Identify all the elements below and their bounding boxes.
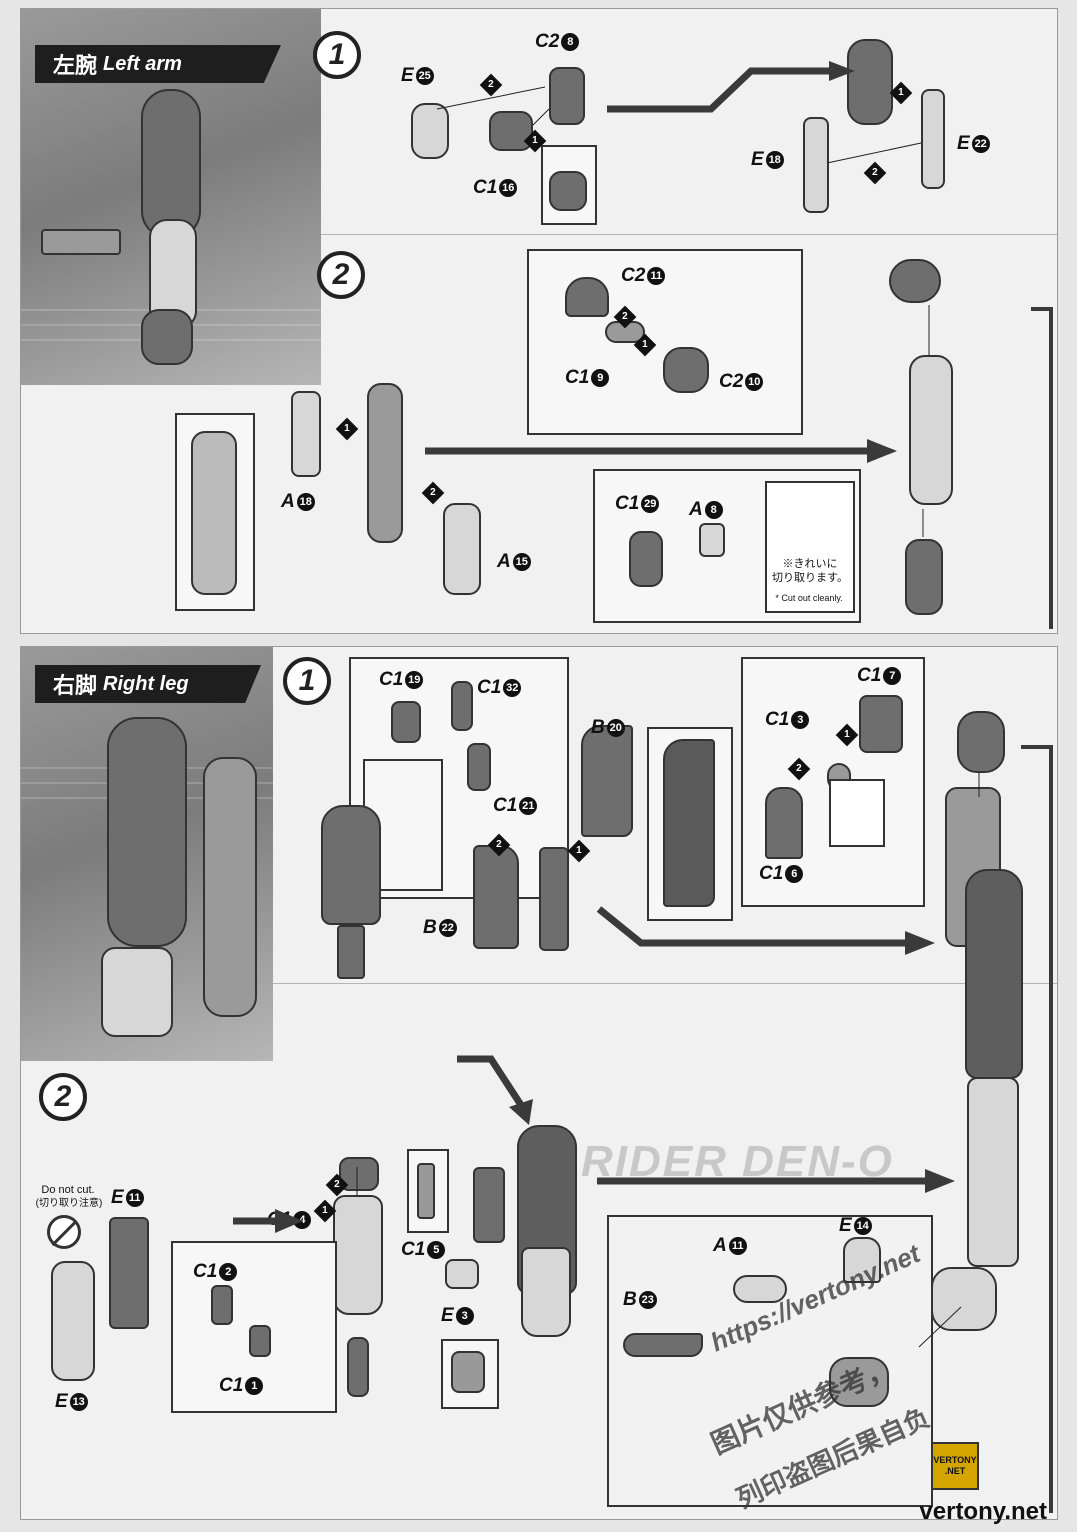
vertony-logo-text: vertony.net (919, 1498, 1047, 1525)
part-assembled-arm (909, 355, 953, 505)
right-leg-flow-arrows (233, 745, 1053, 1513)
part-ankle-joint (347, 1337, 369, 1397)
no-cut-icon (47, 1215, 81, 1249)
left-arm-title: 左腕 Left arm (35, 45, 281, 83)
part-forearm (367, 383, 403, 543)
right-leg-step1-thigh-joint-box (741, 657, 925, 907)
right-leg-step1-inner-view-box (647, 727, 733, 921)
left-arm-step-2-badge: 2 (317, 251, 365, 299)
right-leg-title-en: Right leg (103, 672, 189, 695)
part-thigh-top (957, 711, 1005, 773)
vertony-logo-badge: VERTONY .NET (931, 1442, 979, 1490)
part-e13 (51, 1261, 95, 1381)
left-arm-flow-arrows (425, 61, 1053, 629)
part-a18 (291, 391, 321, 477)
part-c2-8 (549, 67, 585, 125)
right-leg-step2-foot-box (607, 1215, 933, 1507)
part-knee-joint (539, 847, 569, 951)
right-leg-step-1-badge: 1 (283, 657, 331, 705)
right-leg-step-2-badge: 2 (39, 1073, 87, 1121)
right-leg-step-divider (273, 983, 1057, 984)
part-upper-leg (321, 805, 381, 925)
part-c1-4 (339, 1157, 379, 1191)
do-not-cut-jp: (切り取り注意) (35, 1198, 103, 1209)
part-c15 (473, 1167, 505, 1243)
part-e3-detail-box (441, 1339, 499, 1409)
part-assembled-leg (965, 869, 1023, 1079)
left-arm-step-divider (321, 234, 1057, 235)
part-b20 (581, 725, 633, 837)
cut-cleanly-note-jp: ※きれいに 切り取ります。 (772, 558, 848, 584)
right-leg-title: 右脚 Right leg (35, 665, 261, 703)
part-c1-16-detail-box (541, 145, 597, 225)
cut-cleanly-note-en: * Cut out cleanly. (775, 593, 843, 603)
part-e25 (411, 103, 449, 159)
left-arm-panel: 左腕 Left arm 1 2 (20, 8, 1058, 634)
part-hip-joint (337, 925, 365, 979)
left-arm-step2-shoulder-box (527, 249, 803, 435)
right-leg-title-jp: 右脚 (53, 673, 98, 698)
right-leg-reference-photo (21, 647, 273, 1061)
part-shoulder-joint (889, 259, 941, 303)
part-e11 (109, 1217, 149, 1329)
left-arm-title-jp: 左腕 (53, 53, 98, 78)
part-shin (521, 1247, 571, 1337)
part-assembled-shin (967, 1077, 1019, 1267)
part-e22 (921, 89, 945, 189)
part-a15 (443, 503, 481, 595)
part-assembled-foot (931, 1267, 997, 1331)
do-not-cut-en: Do not cut. (41, 1184, 95, 1196)
part-e3 (445, 1259, 479, 1289)
part-c15-detail-box (407, 1149, 449, 1233)
left-arm-step-1-badge: 1 (313, 31, 361, 79)
part-upper-arm (847, 39, 893, 125)
left-arm-step2-hand-box (593, 469, 861, 623)
left-arm-forearm-detail-box (175, 413, 255, 611)
part-hand (905, 539, 943, 615)
left-arm-title-en: Left arm (103, 52, 182, 75)
right-leg-step1-knee-box (349, 657, 569, 899)
part-e18 (803, 117, 829, 213)
